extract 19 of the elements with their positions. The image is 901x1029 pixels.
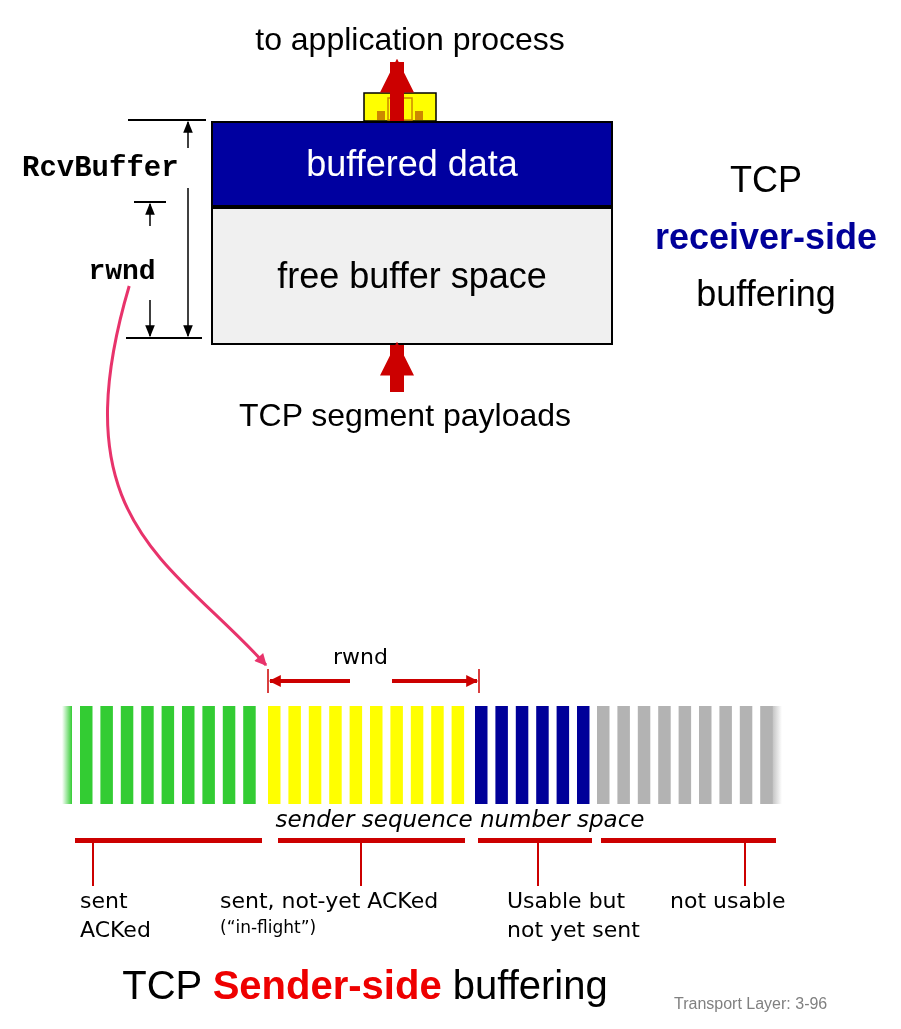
range-bar [278, 838, 465, 843]
range-label: not usable [670, 886, 820, 916]
range-bar [478, 838, 592, 843]
dimension-label: RcvBuffer [22, 152, 180, 185]
caption-text: TCP segment payloads [190, 392, 620, 438]
range-label: Usable but not yet sent [507, 886, 667, 948]
range-bar [75, 838, 262, 843]
rwnd-label: rwnd [333, 643, 388, 671]
range-label: sent ACKed [80, 886, 190, 948]
heading-text: TCP Sender-side buffering [121, 963, 609, 1008]
free-space-box: free buffer space [211, 206, 613, 345]
heading-text: TCP receiver-side buffering [653, 158, 879, 316]
caption-text: to application process [190, 16, 630, 62]
slide-number: Transport Layer: 3-96 [674, 995, 829, 1013]
range-label: sent, not-yet ACKed [220, 887, 439, 915]
range-bar [601, 838, 776, 843]
axis-label: sender sequence number space [274, 806, 646, 832]
note-text: (“in-flight”) [220, 916, 317, 939]
buffered-data-box: buffered data [211, 121, 613, 207]
